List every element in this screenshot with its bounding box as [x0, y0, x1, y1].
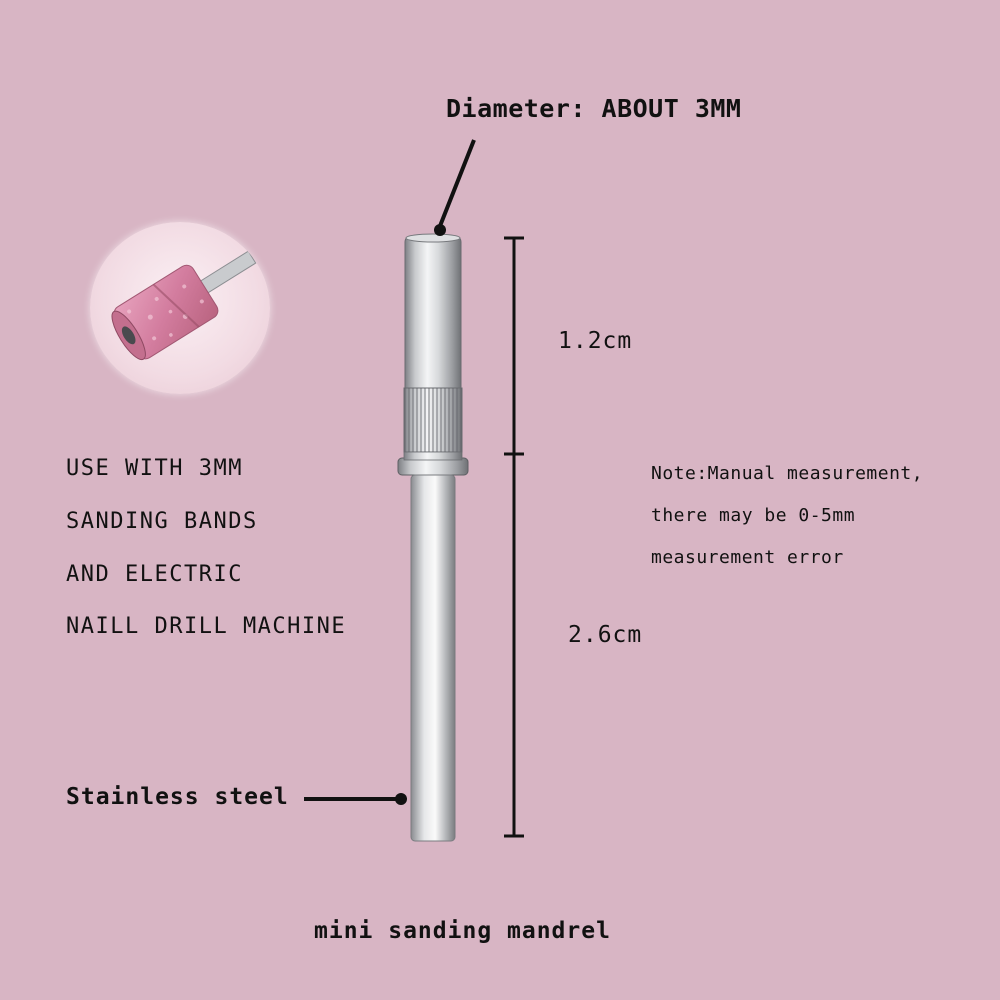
- usage-line: NAILL DRILL MACHINE: [66, 614, 347, 639]
- mandrel-collar: [397, 451, 469, 476]
- diameter-pointer: [434, 139, 476, 236]
- note-line: there may be 0-5mm: [651, 505, 856, 526]
- mandrel-knurl: [403, 387, 463, 453]
- sanding-band-inset-image: [90, 222, 270, 394]
- dimension-bar-top: [504, 236, 524, 456]
- mandrel-rod: [410, 474, 456, 842]
- material-pointer: [304, 793, 407, 805]
- length-top-label: 1.2cm: [558, 328, 633, 354]
- material-label: Stainless steel: [66, 784, 289, 810]
- usage-line: USE WITH 3MM: [66, 456, 243, 481]
- usage-line: SANDING BANDS: [66, 509, 258, 534]
- usage-line: AND ELECTRIC: [66, 562, 243, 587]
- length-bottom-label: 2.6cm: [568, 622, 643, 648]
- diameter-label: Diameter: ABOUT 3MM: [446, 94, 742, 123]
- note-line: Note:Manual measurement,: [651, 463, 924, 484]
- note-line: measurement error: [651, 547, 844, 568]
- dimension-bar-bottom: [504, 454, 524, 838]
- mandrel-shank: [404, 233, 462, 397]
- product-caption: mini sanding mandrel: [314, 918, 611, 944]
